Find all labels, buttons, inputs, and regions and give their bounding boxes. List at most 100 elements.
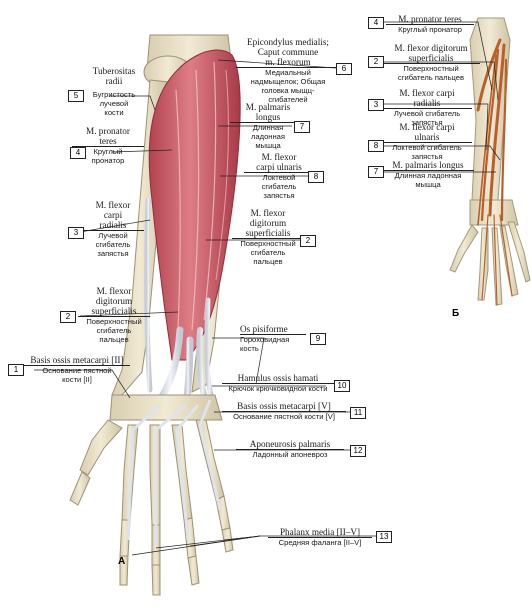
number-5: 5 xyxy=(68,90,84,102)
b-fcr-rus-2: запястья xyxy=(411,118,443,127)
number-11: 11 xyxy=(350,407,366,419)
tuberositas-rus-3: кости xyxy=(104,108,124,117)
epicondylus-rus-2: надмыщелок; Общая xyxy=(250,77,326,86)
hamulus-rus: Крючок крючковидной кости xyxy=(228,384,328,393)
flexor-muscle-mass xyxy=(148,49,241,361)
fds-right-rus-3: пальцев xyxy=(253,257,283,266)
pronator-latin-1: M. pronator xyxy=(86,126,130,136)
b-palmaris-rus-1: Длинная ладонная xyxy=(394,171,462,180)
pisiforme-rus-1: Гороховидная xyxy=(240,335,290,344)
label-basis-metacarpi-v: Basis ossis metacarpi [V] Основание пяст… xyxy=(222,401,346,421)
number-12: 12 xyxy=(350,445,366,457)
b-number-4: 4 xyxy=(368,17,384,29)
number-6: 6 xyxy=(336,63,352,75)
phalanx-latin: Phalanx media [II–V] xyxy=(268,527,372,538)
number-2-left: 2 xyxy=(60,311,76,323)
basis-v-latin: Basis ossis metacarpi [V] xyxy=(222,401,346,412)
fcu-rus-1: Локтевой xyxy=(262,173,296,182)
leader-lines xyxy=(34,21,501,556)
fcr-rus-2: сгибатель xyxy=(95,240,131,249)
b-fcu-latin-1: M. flexor carpi xyxy=(399,122,455,132)
b-number-8: 8 xyxy=(368,140,384,152)
number-3: 3 xyxy=(68,227,84,239)
tuberositas-latin-1: Tuberositas xyxy=(92,66,136,76)
b-palmaris-latin: M. palmaris longus xyxy=(382,160,474,171)
aponeurosis-rus: Ладонный апоневроз xyxy=(252,450,328,459)
epicondylus-latin-3: m. flexorum xyxy=(236,57,340,68)
label-fds-left: M. flexor digitorum superficialis Поверх… xyxy=(78,286,150,344)
b-fds-latin-2: superficialis xyxy=(382,53,480,64)
panel-letter-b: Б xyxy=(452,308,460,319)
label-b-fds: M. flexor digitorum superficialis Поверх… xyxy=(382,43,480,82)
palmaris-latin-1: M. palmaris xyxy=(245,102,291,112)
label-b-fcu: M. flexor carpi ulnaris Локтевой сгибате… xyxy=(382,122,472,161)
number-13: 13 xyxy=(376,531,392,543)
b-pronator-rus: Круглый пронатор xyxy=(398,25,462,34)
b-fds-latin-1: M. flexor digitorum xyxy=(394,43,468,53)
label-flexor-carpi-radialis: M. flexor carpi radialis Лучевой сгибате… xyxy=(82,200,144,258)
fds-left-rus-1: Поверхностный xyxy=(86,317,142,326)
palmaris-rus-3: мышца xyxy=(255,141,281,150)
phalanx-rus: Средняя фаланга [II–V] xyxy=(278,538,362,547)
label-b-palmaris-longus: M. palmaris longus Длинная ладонная мышц… xyxy=(382,160,474,189)
label-palmaris-longus: M. palmaris longus Длинная ладонная мышц… xyxy=(230,102,306,150)
epicondylus-latin-1: Epicondylus medialis; xyxy=(247,37,329,47)
b-fcu-rus-2: запястья xyxy=(411,152,443,161)
label-epicondylus: Epicondylus medialis; Caput commune m. f… xyxy=(236,37,340,104)
tuberositas-rus-1: Бугристость xyxy=(92,90,136,99)
number-1: 1 xyxy=(8,364,24,376)
b-number-3: 3 xyxy=(368,99,384,111)
number-9: 9 xyxy=(310,333,326,345)
fcu-rus-3: запястья xyxy=(263,191,295,200)
b-fds-rus-2: сгибатель пальцев xyxy=(397,73,465,82)
epicondylus-rus-4: сгибателей xyxy=(268,95,308,104)
b-fcu-latin-2: ulnaris xyxy=(382,132,472,143)
label-b-fcr: M. flexor carpi radialis Лучевой сгибате… xyxy=(382,88,472,127)
fds-right-latin-1: M. flexor xyxy=(250,208,286,218)
pronator-rus-2: пронатор xyxy=(91,156,125,165)
number-2-right: 2 xyxy=(300,235,316,247)
fcr-rus-3: запястья xyxy=(97,249,129,258)
b-fcu-rus-1: Локтевой сгибатель xyxy=(392,143,462,152)
epicondylus-rus-1: Медиальный xyxy=(265,68,311,77)
label-basis-metacarpi-ii: Basis ossis metacarpi [II] Основание пяс… xyxy=(24,355,130,384)
epicondylus-latin-2: Caput commune xyxy=(257,47,319,57)
pisiforme-rus-2: кость xyxy=(240,344,259,353)
pronator-latin-2: teres xyxy=(72,136,144,147)
number-10: 10 xyxy=(334,380,350,392)
basis-ii-latin: Basis ossis metacarpi [II] xyxy=(24,355,130,366)
hand-skeleton xyxy=(69,394,234,596)
fcu-latin-2: carpi ulnaris xyxy=(244,162,314,173)
b-pronator-latin: M. pronator teres xyxy=(386,14,474,25)
basis-ii-rus-2: кости [II] xyxy=(62,375,92,384)
number-8: 8 xyxy=(308,171,324,183)
number-7: 7 xyxy=(294,121,310,133)
tuberositas-rus-2: лучевой xyxy=(99,99,129,108)
fcr-latin-1: M. flexor xyxy=(95,200,131,210)
fds-right-latin-2: digitorum xyxy=(249,218,287,228)
b-number-2: 2 xyxy=(368,56,384,68)
label-aponeurosis-palmaris: Aponeurosis palmaris Ладонный апоневроз xyxy=(236,439,344,459)
palmaris-latin-2: longus xyxy=(230,112,306,123)
fcu-latin-1: M. flexor xyxy=(261,152,297,162)
label-os-pisiforme: Os pisiforme Гороховидная кость xyxy=(240,324,306,353)
palmaris-rus-2: ладонная xyxy=(250,132,286,141)
fds-left-latin-2: digitorum xyxy=(95,296,133,306)
fcr-latin-3: radialis xyxy=(82,220,144,231)
basis-ii-rus-1: Основание пястной xyxy=(42,366,112,375)
label-hamulus: Hamulus ossis hamati Крючок крючковидной… xyxy=(222,373,334,393)
panel-letter-a: А xyxy=(118,556,126,567)
b-palmaris-rus-2: мышца xyxy=(415,180,441,189)
label-fds-right: M. flexor digitorum superficialis Поверх… xyxy=(232,208,304,266)
fds-right-rus-1: Поверхностный xyxy=(240,239,296,248)
hamulus-latin: Hamulus ossis hamati xyxy=(222,373,334,384)
pronator-rus-1: Круглый xyxy=(93,147,123,156)
fds-left-latin-1: M. flexor xyxy=(96,286,132,296)
basis-v-rus: Основание пястной кости [V] xyxy=(233,412,335,421)
label-flexor-carpi-ulnaris: M. flexor carpi ulnaris Локтевой сгибате… xyxy=(244,152,314,200)
pisiforme-latin: Os pisiforme xyxy=(240,324,306,335)
fds-right-latin-3: superficialis xyxy=(232,228,304,239)
fcr-latin-2: carpi xyxy=(103,210,123,220)
